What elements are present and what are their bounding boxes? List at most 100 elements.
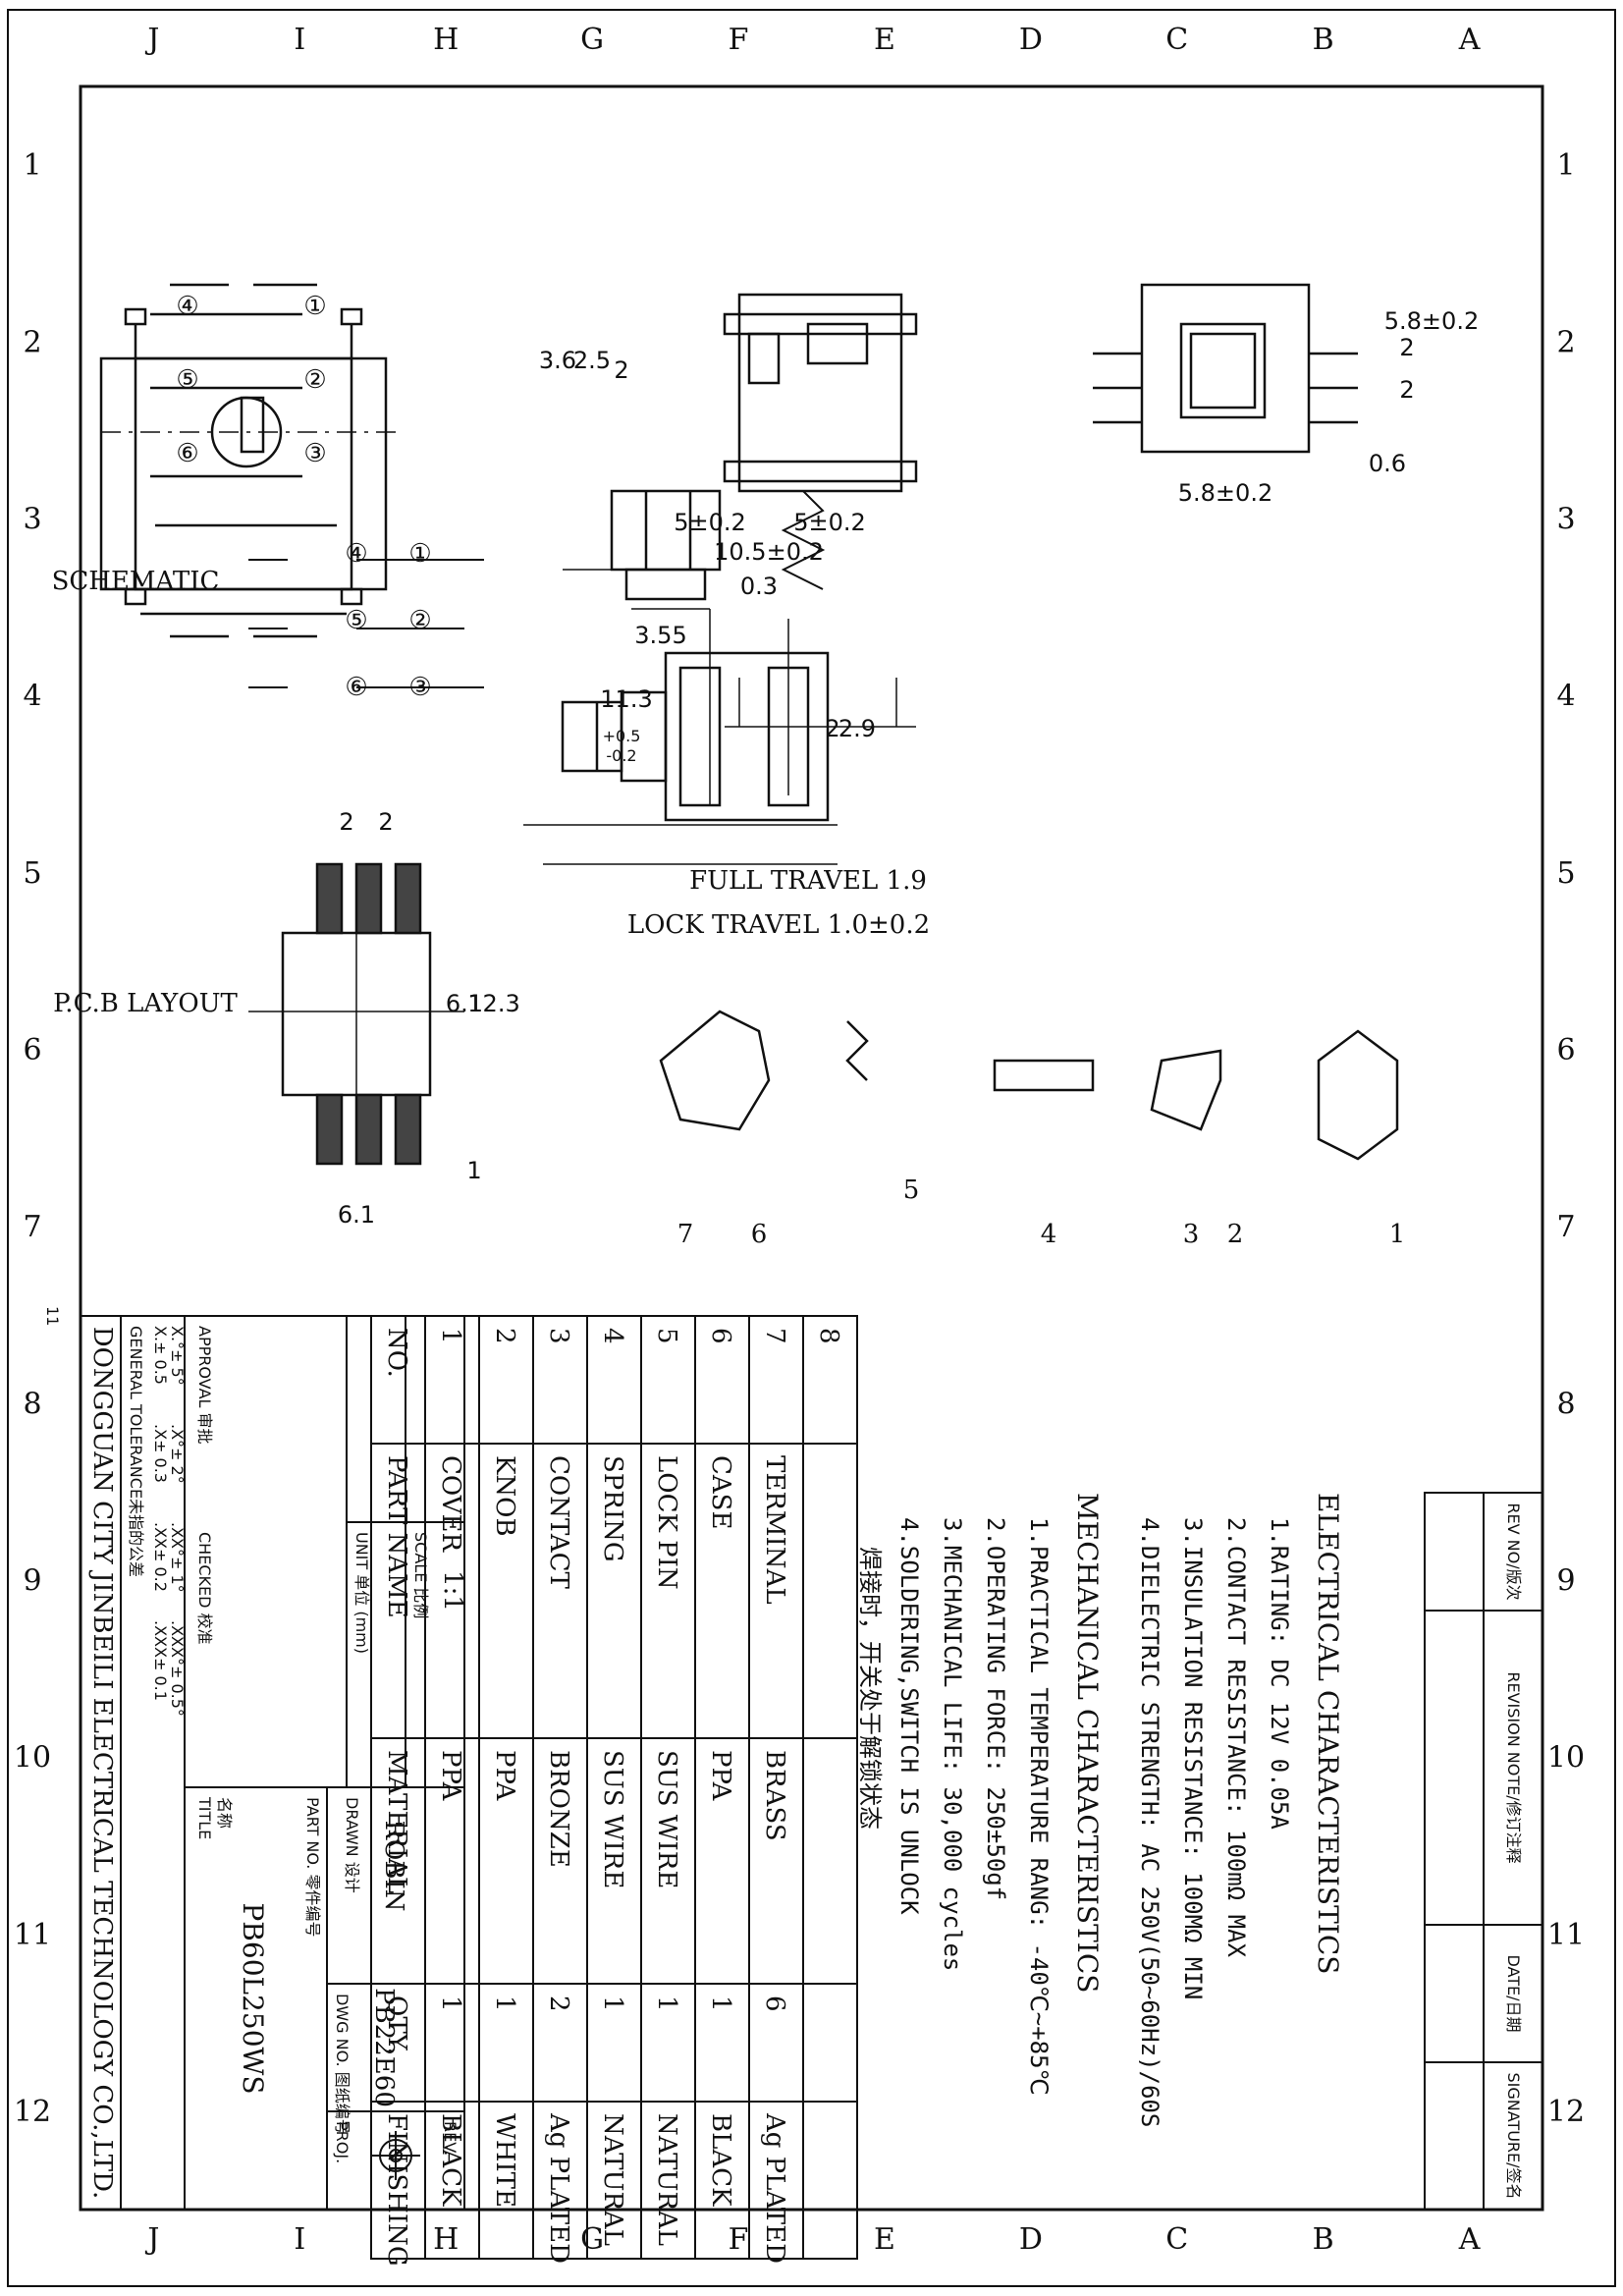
front-dim-thickness: 0.6 [1369, 450, 1406, 477]
top-view-body [99, 356, 388, 591]
dwg-no-label: DWG NO. 图纸编号 [333, 1994, 352, 2135]
top-view-pin-labels: ④ ⑤ ⑥ ① ② ③ [176, 292, 326, 468]
zone-letter-right-H: H [433, 2222, 459, 2257]
bom-cell: 1 [706, 1995, 735, 2012]
side-dim-5-b: 5±0.2 [674, 509, 746, 536]
bom-cell: PPA [706, 1750, 735, 1802]
unit-label: UNIT 单位 (mm) [352, 1532, 371, 1654]
elec-item-1: 1.RATING: DC 12V 0.05A [1266, 1517, 1293, 1830]
bom-cell: 6 [760, 1995, 789, 2012]
bom-header-cell: NO. [382, 1328, 411, 1378]
part-case [659, 1010, 771, 1131]
mech-item-4: 4.SOLDERING,SWITCH IS UNLOCK [895, 1517, 923, 1915]
bom-cell: 2 [490, 1328, 519, 1344]
pcb-dim-12-3: 12.3 [467, 990, 519, 1017]
bom-cell: CASE [706, 1455, 735, 1529]
bom-cell: 1 [598, 1995, 627, 2012]
bom-cell: BRASS [760, 1750, 789, 1841]
side-view-dimensions: 5±0.2 5±0.2 3.6 2.5 2 [539, 347, 866, 536]
zone-number-top-10: 10 [1547, 1741, 1585, 1776]
zone-number-bottom-12: 12 [14, 2095, 51, 2129]
bom-cell: 2 [544, 1995, 573, 2012]
zone-number-top-11: 11 [1547, 1918, 1585, 1952]
schematic-title: SCHEMATIC [52, 567, 220, 596]
zone-number-bottom-2: 2 [23, 325, 41, 359]
bom-cell-frame [370, 2101, 426, 2260]
section-dim-2: 2 [825, 715, 839, 742]
zone-number-bottom-7: 7 [23, 1210, 41, 1244]
schematic [248, 559, 484, 688]
zone-letter-left-G: G [580, 23, 604, 57]
mech-item-2: 2.OPERATING FORCE: 250±50gf [982, 1517, 1009, 1900]
bom-cell: SUS WIRE [598, 1750, 627, 1888]
bom-cell: 3 [544, 1328, 573, 1344]
bom-cell: BLACK [436, 2113, 465, 2207]
section-dim-2-9: 2.9 [839, 715, 876, 742]
tolerance-title: GENERAL TOLERANCE未指的公差 [127, 1326, 145, 1577]
callout-3: 3 [1183, 1220, 1200, 1249]
mech-item-1: 1.PRACTICAL TEMPERATURE RANG: -40℃~+85℃ [1025, 1517, 1053, 2096]
bom-cell: LOCK PIN [652, 1455, 681, 1590]
side-view [610, 293, 918, 728]
front-view-dimensions: 5.8±0.2 5.8±0.2 2 2 0.6 [1178, 307, 1479, 507]
bom-cell: BRONZE [544, 1750, 573, 1868]
part-knob [1150, 1049, 1222, 1131]
schematic-pin-4: ④ [345, 539, 367, 569]
bom-cell: 6 [706, 1328, 735, 1344]
bom-cell: CONTACT [544, 1455, 573, 1590]
zone-letter-left-A: A [1458, 23, 1481, 57]
part-no-label: PART NO. 零件编号 [303, 1797, 322, 1937]
section-dim-tol-up: +0.5 [603, 727, 641, 745]
bom-cell: NATURAL [598, 2113, 627, 2246]
zone-number-bottom-6: 6 [23, 1033, 41, 1067]
bom-cell: 7 [760, 1328, 789, 1344]
pcb-dim-1: 1 [466, 1157, 481, 1184]
schematic-pin-2: ② [408, 606, 431, 635]
bom-cell-frame [802, 1443, 858, 1739]
zone-letter-right-F: F [729, 2222, 749, 2257]
exploded-parts [659, 1010, 1399, 1161]
zone-number-top-3: 3 [1556, 502, 1575, 536]
zone-number-top-7: 7 [1556, 1210, 1575, 1244]
pin-label-1: ① [303, 292, 326, 321]
section-dim-length: 10.5±0.2 [714, 538, 824, 566]
schematic-labels: SCHEMATIC ④ ⑤ ⑥ ① ② ③ [52, 539, 432, 702]
zone-letter-left-J: J [144, 23, 159, 57]
title-label: TITLE [195, 1796, 214, 1839]
zone-letter-right-J: J [144, 2222, 159, 2257]
top-view [96, 283, 396, 638]
front-view [1093, 283, 1358, 454]
pin-label-6: ⑥ [176, 439, 198, 468]
zone-number-top-4: 4 [1556, 680, 1575, 714]
drawn-label: DRAWN 设计 [343, 1797, 361, 1893]
bom-cell: 5 [652, 1328, 681, 1344]
inner-frame [79, 84, 1544, 2212]
name-label: 名称 [215, 1797, 234, 1829]
pin-label-2: ② [303, 365, 326, 395]
zone-letter-left-I: I [294, 23, 305, 57]
bom-cell: 1 [652, 1995, 681, 2012]
elec-item-2: 2.CONTACT RESISTANCE: 100mΩ MAX [1222, 1517, 1250, 1957]
zone-grid: 112233445566778899101011111212JJIIHHGGFF… [14, 23, 1585, 2257]
rev-header-note: REVISION NOTE/修订注释 [1504, 1671, 1523, 1863]
callout-4: 4 [1041, 1220, 1057, 1249]
section-dim-tol-down: -0.2 [606, 746, 636, 765]
side-dim-3-6: 3.6 [539, 347, 576, 374]
zone-letter-left-F: F [729, 23, 749, 57]
section-view-dimensions: 10.5±0.2 0.3 3.55 11.3 +0.5 -0.2 2.9 2 F… [600, 538, 930, 940]
callout-5: 5 [903, 1175, 920, 1205]
bom-cell: Ag PLATED [544, 2112, 573, 2264]
sheet-number: 11 [43, 1306, 62, 1326]
schematic-pin-1: ① [408, 539, 431, 569]
zone-number-bottom-3: 3 [23, 502, 41, 536]
zone-letter-left-C: C [1165, 23, 1188, 57]
front-view-body [1140, 283, 1311, 454]
tol-4: .X°± 2° [168, 1424, 187, 1484]
zone-number-top-2: 2 [1556, 325, 1575, 359]
zone-number-top-1: 1 [1556, 148, 1575, 183]
rev-header-signature: SIGNATURE/签名 [1504, 2072, 1523, 2199]
callout-1: 1 [1389, 1220, 1406, 1249]
zone-letter-left-E: E [874, 23, 895, 57]
front-dim-pitch-a: 2 [1399, 334, 1414, 361]
